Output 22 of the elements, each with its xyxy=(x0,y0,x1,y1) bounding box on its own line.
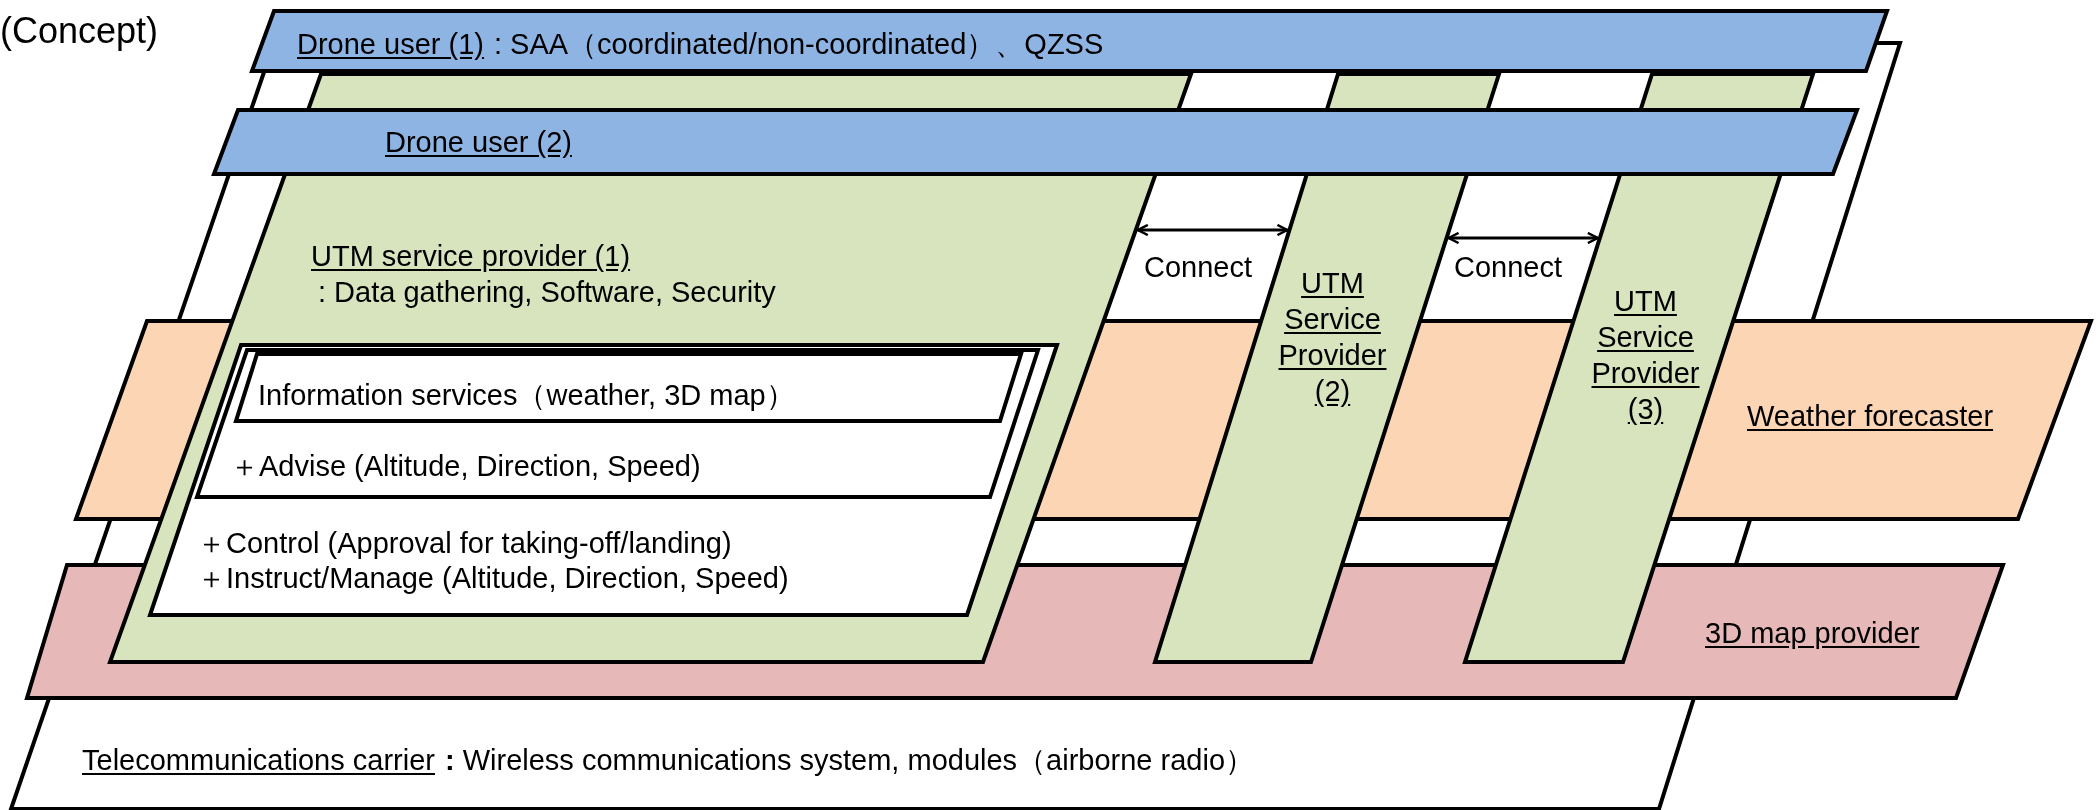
page-heading: (Concept) xyxy=(0,10,159,52)
layer-description: : SAA（coordinated/non-coordinated）、QZSS xyxy=(493,27,1104,62)
layer-name: 3D map provider xyxy=(1705,616,1920,651)
layer-name: Drone user (1) xyxy=(297,27,484,62)
layer-description: : Wireless communications system, modules（airborne radio） xyxy=(444,743,1255,778)
layer-name: Weather forecaster xyxy=(1747,399,1994,434)
double-arrow xyxy=(1136,223,1289,237)
layer-name: UTM Service Provider (3) xyxy=(1590,284,1701,427)
layer-name: UTM Service Provider (2) xyxy=(1277,266,1388,409)
service-box xyxy=(234,352,1023,423)
double-arrow xyxy=(1447,231,1600,245)
drone-user-band xyxy=(250,9,1889,73)
layer-description: ＋Advise (Altitude, Direction, Speed) xyxy=(230,449,701,484)
layer-description: ＋Instruct/Manage (Altitude, Direction, Speed) xyxy=(197,561,789,596)
layer-name: Drone user (2) xyxy=(385,125,572,160)
layer-description: : Data gathering, Software, Security xyxy=(318,275,776,310)
drone-user-band xyxy=(212,108,1859,176)
layer-description: Information services（weather, 3D map） xyxy=(258,378,795,413)
layer-description: ＋Control (Approval for taking-off/landing) xyxy=(197,526,732,561)
service-box xyxy=(195,348,1040,499)
layer-name: Telecommunications carrier xyxy=(82,743,435,778)
layer-name: UTM service provider (1) xyxy=(311,239,631,274)
